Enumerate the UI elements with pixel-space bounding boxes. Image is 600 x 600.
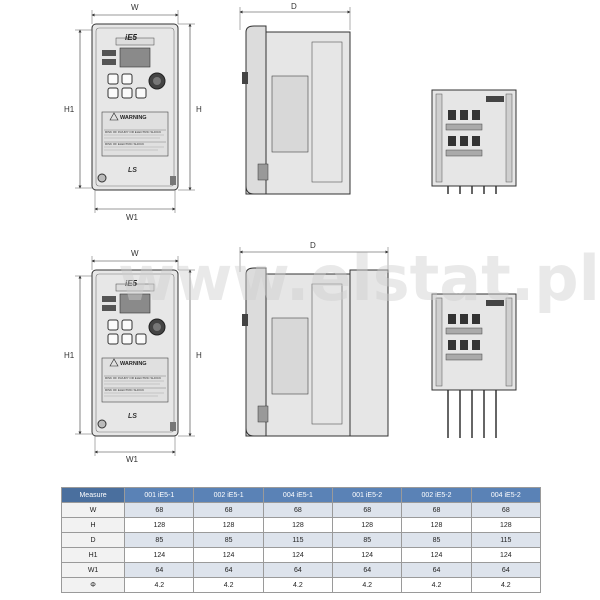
watermark: www.elstat.pl [118,242,600,315]
row-label: Φ [60,577,126,593]
header-col: 001 iE5-2 [332,487,403,503]
warning-line-2-2: RISK OF ELECTRIC SHOCK [105,388,144,392]
table-cell: 4.2 [193,577,264,593]
table-row: W1 64 64 64 64 64 64 [60,562,542,578]
dim-h-label-2: H [196,351,202,360]
dim-w1-label: W1 [126,213,139,222]
table-cell: 128 [401,517,472,533]
table-cell: 115 [262,532,334,548]
row-label: D [60,532,126,548]
brand-logo: LS [128,167,137,174]
dim-h-label: H [196,105,202,114]
table-cell: 64 [124,562,195,578]
table-cell: 124 [470,547,542,563]
table-cell: 4.2 [332,577,403,593]
fins-short [447,186,497,194]
header-measure: Measure [60,487,126,503]
table-cell: 4.2 [262,577,334,593]
table-cell: 85 [401,532,472,548]
table-cell: 64 [470,562,542,578]
dim-w-label-2: W [131,249,139,258]
table-row: Φ 4.2 4.2 4.2 4.2 4.2 4.2 [60,577,542,593]
brand-logo-2: LS [128,413,137,420]
table-cell: 64 [332,562,403,578]
warning-label: WARNING [120,115,147,121]
dim-d-label: D [291,2,297,11]
table-row: H 128 128 128 128 128 128 [60,517,542,533]
warning-label-2: WARNING [120,361,147,367]
table-cell: 68 [332,502,403,518]
dim-d-label-2: D [310,241,316,250]
table-cell: 85 [193,532,264,548]
table-row: W 68 68 68 68 68 68 [60,502,542,518]
dim-h1-label: H1 [64,105,75,114]
table-cell: 124 [401,547,472,563]
table-cell: 124 [332,547,403,563]
table-cell: 64 [401,562,472,578]
header-col: 002 iE5-1 [193,487,264,503]
warning-line-2: RISK OF ELECTRIC SHOCK [105,142,144,146]
warning-line-1: RISK OF INJURY OR ELECTRIC SHOCK [105,130,161,134]
row-label: H1 [60,547,126,563]
header-col: 004 iE5-2 [470,487,542,503]
table-cell: 64 [193,562,264,578]
header-col: 002 iE5-2 [401,487,472,503]
spec-table: Measure 001 iE5-1 002 iE5-1 004 iE5-1 00… [60,487,542,593]
table-cell: 64 [262,562,334,578]
table-cell: 124 [124,547,195,563]
row-label: W [60,502,126,518]
table-cell: 128 [262,517,334,533]
warning-line-1-2: RISK OF INJURY OR ELECTRIC SHOCK [105,376,161,380]
table-cell: 68 [262,502,334,518]
table-cell: 68 [193,502,264,518]
row-label: W1 [60,562,126,578]
dim-w-label: W [131,3,139,12]
table-cell: 128 [332,517,403,533]
table-header-row: Measure 001 iE5-1 002 iE5-1 004 iE5-1 00… [60,487,542,503]
header-col: 001 iE5-1 [124,487,195,503]
table-cell: 85 [124,532,195,548]
table-row: H1 124 124 124 124 124 124 [60,547,542,563]
dim-h1-label-2: H1 [64,351,75,360]
header-col: 004 iE5-1 [262,487,334,503]
table-cell: 128 [124,517,195,533]
dim-w1-label-2: W1 [126,455,139,464]
table-cell: 85 [332,532,403,548]
table-cell: 68 [470,502,542,518]
row-label: H [60,517,126,533]
fins-long [447,390,497,438]
table-cell: 68 [124,502,195,518]
table-cell: 68 [401,502,472,518]
table-cell: 124 [193,547,264,563]
table-cell: 124 [262,547,334,563]
table-cell: 4.2 [401,577,472,593]
model-label-2: iE5 [125,279,138,288]
table-row: D 85 85 115 85 85 115 [60,532,542,548]
table-cell: 115 [470,532,542,548]
table-cell: 4.2 [470,577,542,593]
table-cell: 4.2 [124,577,195,593]
table-cell: 128 [193,517,264,533]
model-label: iE5 [125,33,138,42]
table-cell: 128 [470,517,542,533]
